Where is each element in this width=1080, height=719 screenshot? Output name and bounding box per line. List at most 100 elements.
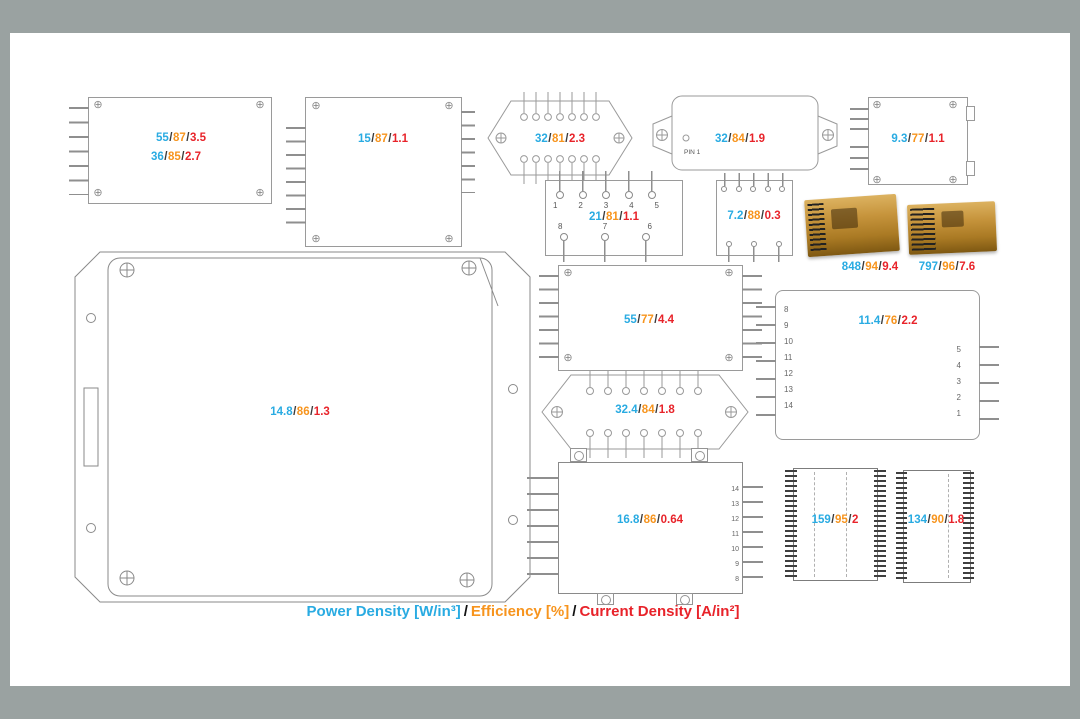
pin-number: 12 xyxy=(731,516,739,523)
pin-circle xyxy=(779,186,785,192)
pin-number: 14 xyxy=(731,486,739,493)
efficiency-value: 87 xyxy=(173,132,186,144)
separator: / xyxy=(955,261,959,273)
pin-number: 13 xyxy=(784,385,793,394)
efficiency-value: 87 xyxy=(375,133,388,145)
screw-icon xyxy=(947,99,959,111)
current-density-value: 3.5 xyxy=(190,132,206,144)
separator: / xyxy=(371,133,375,145)
pin-number: 5 xyxy=(956,345,961,354)
module-f-top-leads xyxy=(559,171,657,191)
separator: / xyxy=(572,603,577,620)
power-density-value: 32 xyxy=(715,133,728,145)
module-f-values: 21/81/1.1 xyxy=(589,211,639,223)
current-density-value: 2.2 xyxy=(901,315,918,327)
screw-icon xyxy=(310,233,322,245)
pin-comb xyxy=(807,202,827,253)
module-f-bottom-pin-circles xyxy=(560,233,650,241)
separator: / xyxy=(880,315,884,327)
module-o-left-pin-comb xyxy=(785,470,797,579)
legend-efficiency: Efficiency [%] xyxy=(470,603,570,620)
pin-circle xyxy=(750,186,756,192)
power-density-value: 11.4 xyxy=(858,315,881,327)
module-h-photo xyxy=(804,193,900,258)
pin-number: 11 xyxy=(784,353,793,362)
current-density-value: 0.64 xyxy=(660,514,683,526)
pin-number: 5 xyxy=(654,201,659,210)
module-d-values: 32/84/1.9 xyxy=(715,133,765,145)
module-o-right-pin-comb xyxy=(874,470,886,579)
module-m-values: 14.8/86/1.3 xyxy=(270,406,330,418)
current-density-value: 1.8 xyxy=(658,404,675,416)
separator: / xyxy=(861,261,865,273)
efficiency-value: 94 xyxy=(865,261,878,273)
module-o-inner-line xyxy=(846,472,847,577)
module-n-values: 16.8/86/0.64 xyxy=(617,514,683,526)
efficiency-value: 77 xyxy=(911,133,925,145)
current-density-value: 1.1 xyxy=(392,133,408,145)
pin-number: 8 xyxy=(558,222,563,231)
separator: / xyxy=(907,133,912,145)
module-b-left-pins xyxy=(286,127,306,234)
module-p-inner-line xyxy=(948,474,949,578)
separator: / xyxy=(743,210,748,222)
module-f-bottom-leads xyxy=(563,241,651,262)
module-e-left-pins-bottom xyxy=(850,146,869,178)
module-k-values: 11.4/76/2.2 xyxy=(859,315,918,327)
module-e-values: 9.3/77/1.1 xyxy=(891,133,944,145)
power-density-value: 9.3 xyxy=(891,133,908,145)
module-p-values: 134/90/1.8 xyxy=(908,514,964,526)
current-density-value: 0.3 xyxy=(764,210,781,222)
power-density-value: 7.2 xyxy=(727,210,744,222)
module-g-bottom-leads xyxy=(728,247,782,262)
separator: / xyxy=(878,261,882,273)
separator: / xyxy=(181,151,185,163)
module-c-values: 32/81/2.3 xyxy=(535,133,585,145)
module-d-outline xyxy=(652,95,838,171)
pin-circle xyxy=(764,186,771,192)
separator: / xyxy=(638,404,642,416)
efficiency-value: 90 xyxy=(931,514,944,526)
module-g-bottom-pin-circles xyxy=(726,241,782,247)
module-e-right-tab xyxy=(966,106,975,121)
power-density-value: 21 xyxy=(589,211,602,223)
power-density-value: 848 xyxy=(841,261,861,273)
screw-icon xyxy=(443,233,455,245)
efficiency-value: 86 xyxy=(643,514,657,526)
module-b-right-pins xyxy=(461,111,475,193)
legend: Power Density [W/in³]/Efficiency [%]/Cur… xyxy=(307,603,740,620)
module-o-inner-line xyxy=(814,472,815,577)
screw-icon xyxy=(723,352,735,364)
module-b-values: 15/87/1.1 xyxy=(358,133,408,145)
current-density-value: 2 xyxy=(851,514,859,526)
module-i-photo xyxy=(906,201,998,255)
separator: / xyxy=(760,210,765,222)
module-g-values: 7.2/88/0.3 xyxy=(727,210,780,222)
pin-number: 10 xyxy=(731,546,739,553)
module-d-pin1-label: PIN 1 xyxy=(684,149,701,156)
screw-icon xyxy=(254,187,266,199)
power-density-value: 32 xyxy=(535,133,548,145)
module-n-body xyxy=(558,462,743,594)
pin-number: 3 xyxy=(956,377,961,386)
power-density-value: 14.8 xyxy=(270,406,293,418)
pin-number: 14 xyxy=(784,401,793,410)
pin-number: 12 xyxy=(784,369,793,378)
separator: / xyxy=(602,211,606,223)
efficiency-value: 95 xyxy=(834,514,848,526)
pin-number: 4 xyxy=(956,361,961,370)
screw-icon xyxy=(871,174,883,186)
module-g-top-leads xyxy=(724,173,786,186)
module-i-values: 797/96/7.6 xyxy=(919,261,975,273)
pin-number: 10 xyxy=(784,337,793,346)
separator: / xyxy=(897,315,901,327)
module-j-values: 55/77/4.4 xyxy=(624,314,674,326)
efficiency-value: 96 xyxy=(942,261,955,273)
pin-number: 2 xyxy=(578,201,583,210)
legend-current-density: Current Density [A/in²] xyxy=(579,603,740,620)
module-n-bottom-terminal xyxy=(597,593,614,605)
